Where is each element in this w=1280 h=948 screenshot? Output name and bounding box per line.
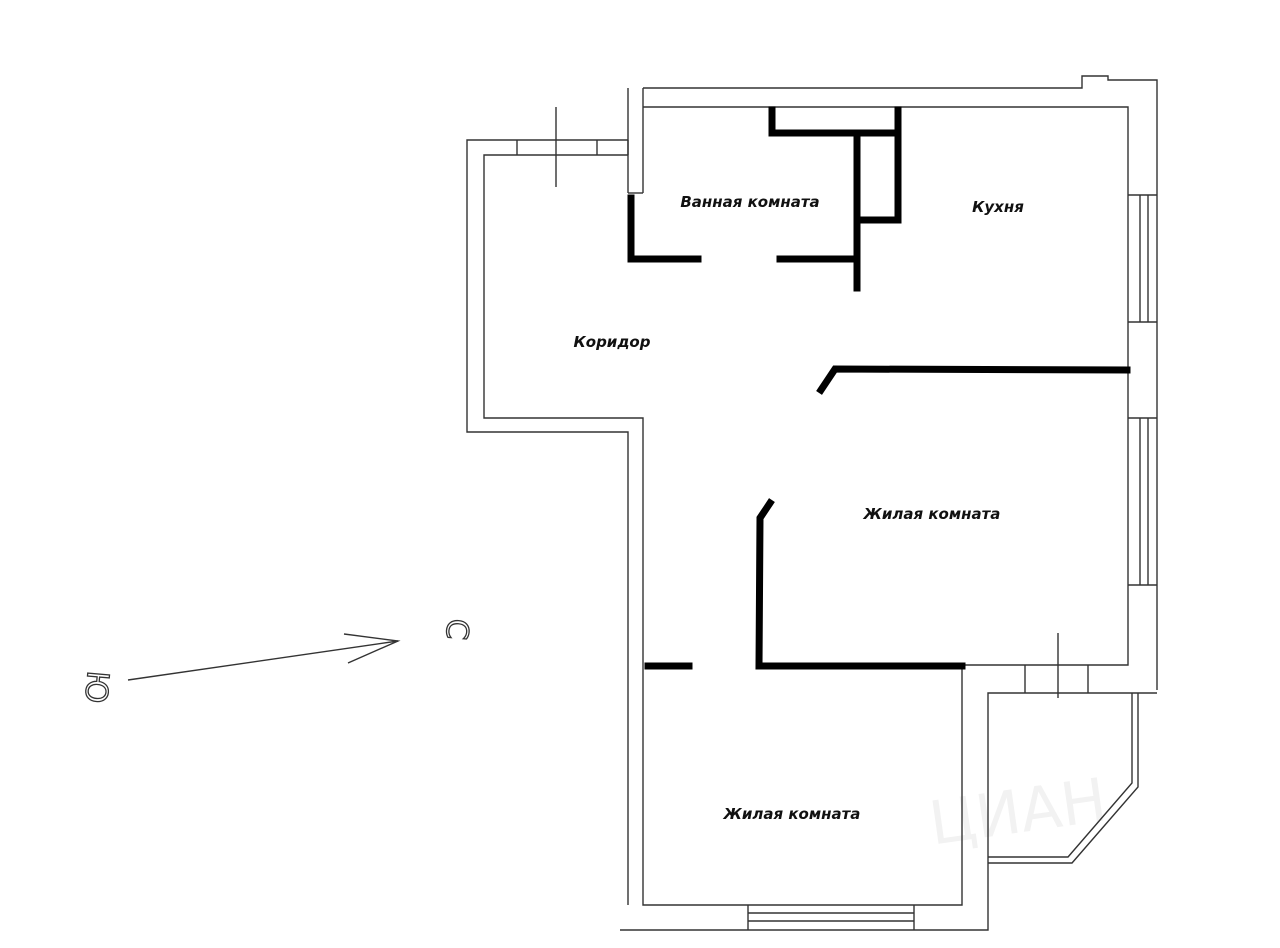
compass-arrow-icon — [127, 640, 399, 681]
room-label-living-room-2: Жилая комната — [723, 805, 861, 823]
balcony — [988, 693, 1139, 864]
room-label-bathroom: Ванная комната — [680, 193, 819, 211]
room-label-kitchen: Кухня — [972, 198, 1024, 216]
interior-walls — [627, 106, 1131, 670]
room-label-living-room-1: Жилая комната — [863, 505, 1001, 523]
room-label-corridor: Коридор — [574, 333, 651, 351]
compass-north-label: С — [438, 617, 475, 641]
compass-south-label: Ю — [77, 669, 115, 704]
window-living-room — [1128, 417, 1157, 586]
window-bottom-room — [747, 905, 915, 930]
compass: С Ю — [77, 617, 476, 706]
watermark: ЦИАН — [925, 765, 1111, 859]
window-kitchen — [1128, 194, 1157, 323]
room-labels: Ванная комната Кухня Коридор Жилая комна… — [574, 193, 1025, 823]
outer-walls — [466, 75, 1158, 931]
